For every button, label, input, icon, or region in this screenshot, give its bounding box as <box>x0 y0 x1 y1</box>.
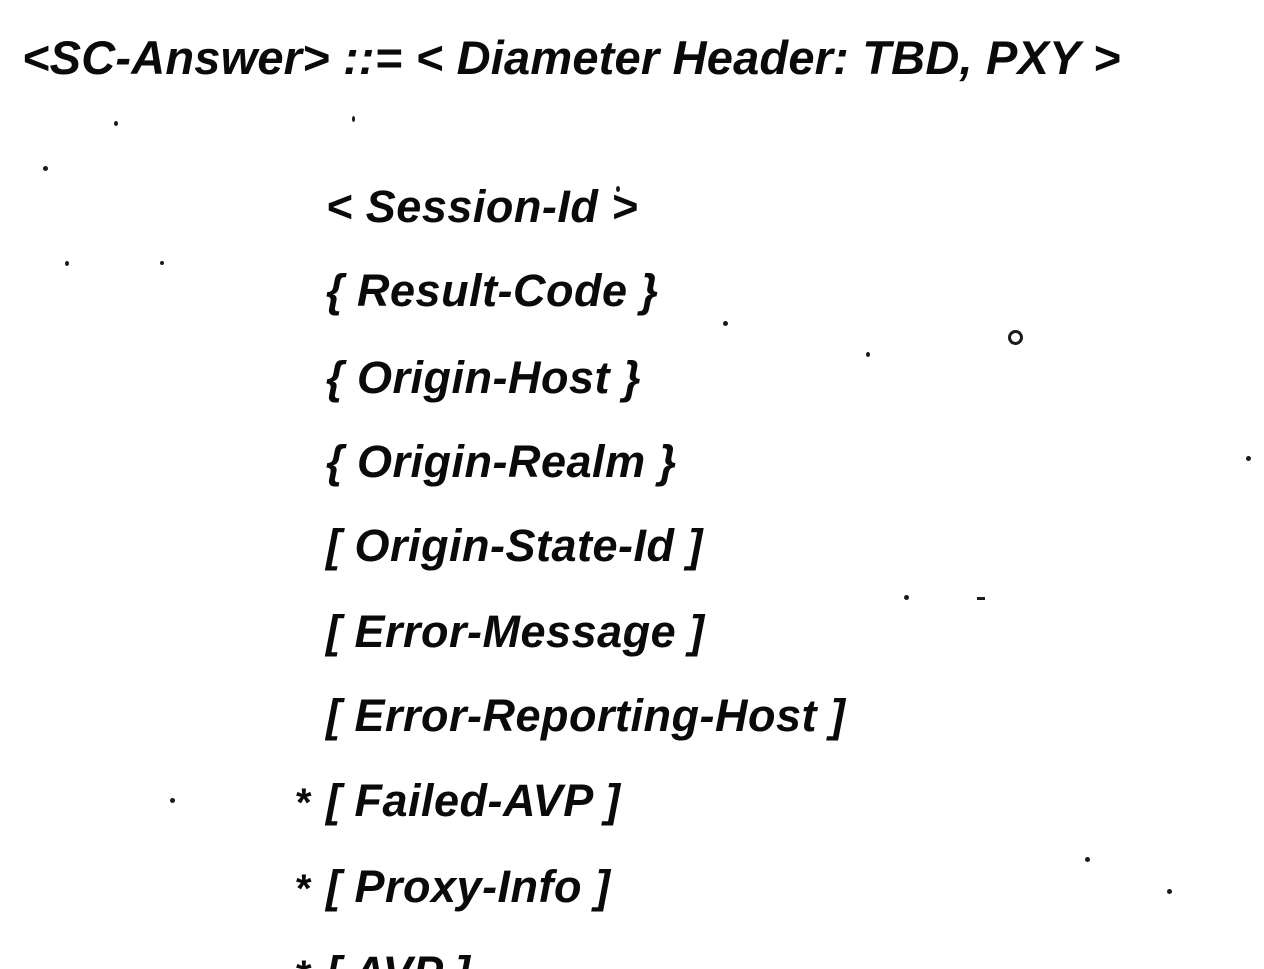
abnf-line-proxy-info: * [ Proxy-Info ] <box>218 806 611 969</box>
abnf-line-error-message: [ Error-Message ] <box>248 551 705 713</box>
abnf-line-text: [ Proxy-Info ] <box>326 861 611 912</box>
abnf-line-text: [ AVP ] <box>326 947 470 969</box>
abnf-line-text: { Result-Code } <box>326 265 659 316</box>
repetition-asterisk: * <box>296 948 326 969</box>
abnf-line-text: { Origin-Realm } <box>326 436 677 487</box>
abnf-line-text: [ Error-Message ] <box>326 606 705 657</box>
abnf-line-result-code: { Result-Code } <box>248 210 659 372</box>
abnf-line-text: < Session-Id > <box>326 181 639 232</box>
repetition-asterisk: * <box>296 867 313 911</box>
abnf-line-error-reporting-host: [ Error-Reporting-Host ] <box>248 635 845 797</box>
abnf-line-origin-realm: { Origin-Realm } <box>248 381 677 543</box>
abnf-line-avp: *[ AVP ] <box>218 892 470 969</box>
repetition-asterisk: * <box>296 781 313 825</box>
abnf-line-text: [ Origin-State-Id ] <box>326 520 703 571</box>
abnf-line-session-id: < Session-Id > <box>248 126 638 288</box>
abnf-line-text: [ Error-Reporting-Host ] <box>326 690 846 741</box>
abnf-line-text: { Origin-Host } <box>326 352 642 403</box>
abnf-line-text: [ Failed-AVP ] <box>326 775 621 826</box>
abnf-line-failed-avp: * [ Failed-AVP ] <box>218 720 621 884</box>
abnf-header-line: <SC-Answer> ::= < Diameter Header: TBD, … <box>22 31 1121 84</box>
abnf-line-origin-host: { Origin-Host } <box>248 297 641 459</box>
abnf-line-origin-state-id: [ Origin-State-Id ] <box>248 465 703 627</box>
